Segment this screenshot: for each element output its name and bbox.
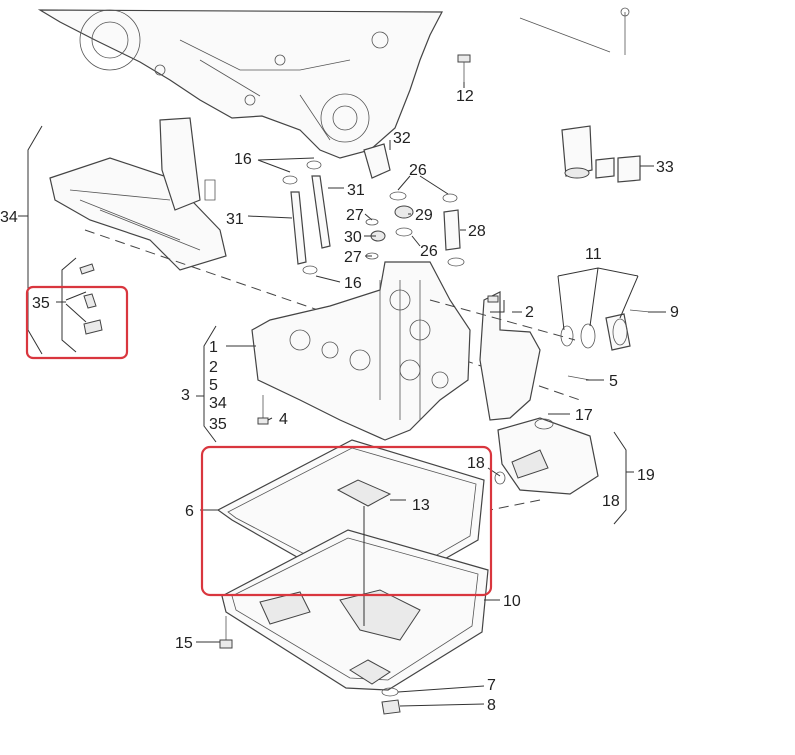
highlight-box-part-35 <box>25 285 129 360</box>
label-1: 1 <box>209 339 218 356</box>
label-5-left: 5 <box>209 377 218 394</box>
part-12-plug <box>457 54 471 82</box>
part-4-bolt <box>257 395 269 425</box>
label-26-bottom: 26 <box>420 243 438 260</box>
label-31-left: 31 <box>226 211 244 228</box>
parts-26-30-seals <box>365 191 465 267</box>
part-15-bolt <box>219 616 233 649</box>
leader-lines <box>18 82 666 707</box>
part-32-clip <box>363 143 391 179</box>
part-10-oil-pan <box>221 529 489 691</box>
label-18-top: 18 <box>467 455 485 472</box>
label-34-list: 34 <box>209 395 227 412</box>
part-19-filter <box>494 417 599 495</box>
part-8-drain-plug <box>381 699 401 715</box>
label-35-list: 35 <box>209 416 227 433</box>
label-13: 13 <box>412 497 430 514</box>
label-4: 4 <box>279 411 288 428</box>
label-3: 3 <box>181 387 190 404</box>
label-31-right: 31 <box>347 182 365 199</box>
part-33-adapters <box>561 125 641 183</box>
label-11: 11 <box>585 246 602 263</box>
label-10: 10 <box>503 593 521 610</box>
transmission-housing <box>37 9 443 159</box>
highlight-box-gasket <box>200 445 493 597</box>
label-19: 19 <box>637 467 655 484</box>
valve-body <box>251 261 471 441</box>
label-35-left: 35 <box>32 295 50 312</box>
label-30: 30 <box>344 229 362 246</box>
label-16-bottom: 16 <box>344 275 362 292</box>
label-27-bottom: 27 <box>344 249 362 266</box>
part-31-tubes <box>282 160 331 275</box>
part-5-screw <box>567 375 591 381</box>
label-32: 32 <box>393 130 411 147</box>
label-6: 6 <box>185 503 194 520</box>
label-8: 8 <box>487 697 496 714</box>
part-2-solenoid <box>479 291 541 421</box>
part-34-conductor-plate <box>49 117 227 271</box>
parts-9-11-seals <box>560 309 651 351</box>
label-7: 7 <box>487 677 496 694</box>
label-16-top: 16 <box>234 151 252 168</box>
label-5-right: 5 <box>609 373 618 390</box>
label-17: 17 <box>575 407 593 424</box>
label-9: 9 <box>670 304 679 321</box>
label-28: 28 <box>468 223 486 240</box>
part-13-plate <box>336 479 392 507</box>
label-2: 2 <box>209 359 218 376</box>
label-34-left: 34 <box>0 209 18 226</box>
label-29: 29 <box>415 207 433 224</box>
label-33: 33 <box>656 159 674 176</box>
part-35-connectors <box>79 263 103 335</box>
label-12: 12 <box>456 88 474 105</box>
label-15: 15 <box>175 635 193 652</box>
label-26-top: 26 <box>409 162 427 179</box>
callout-numbers: 12 32 33 16 26 31 31 27 29 28 30 26 27 1… <box>0 88 679 714</box>
label-18-right: 18 <box>602 493 620 510</box>
label-2-right: 2 <box>525 304 534 321</box>
label-27-top: 27 <box>346 207 364 224</box>
